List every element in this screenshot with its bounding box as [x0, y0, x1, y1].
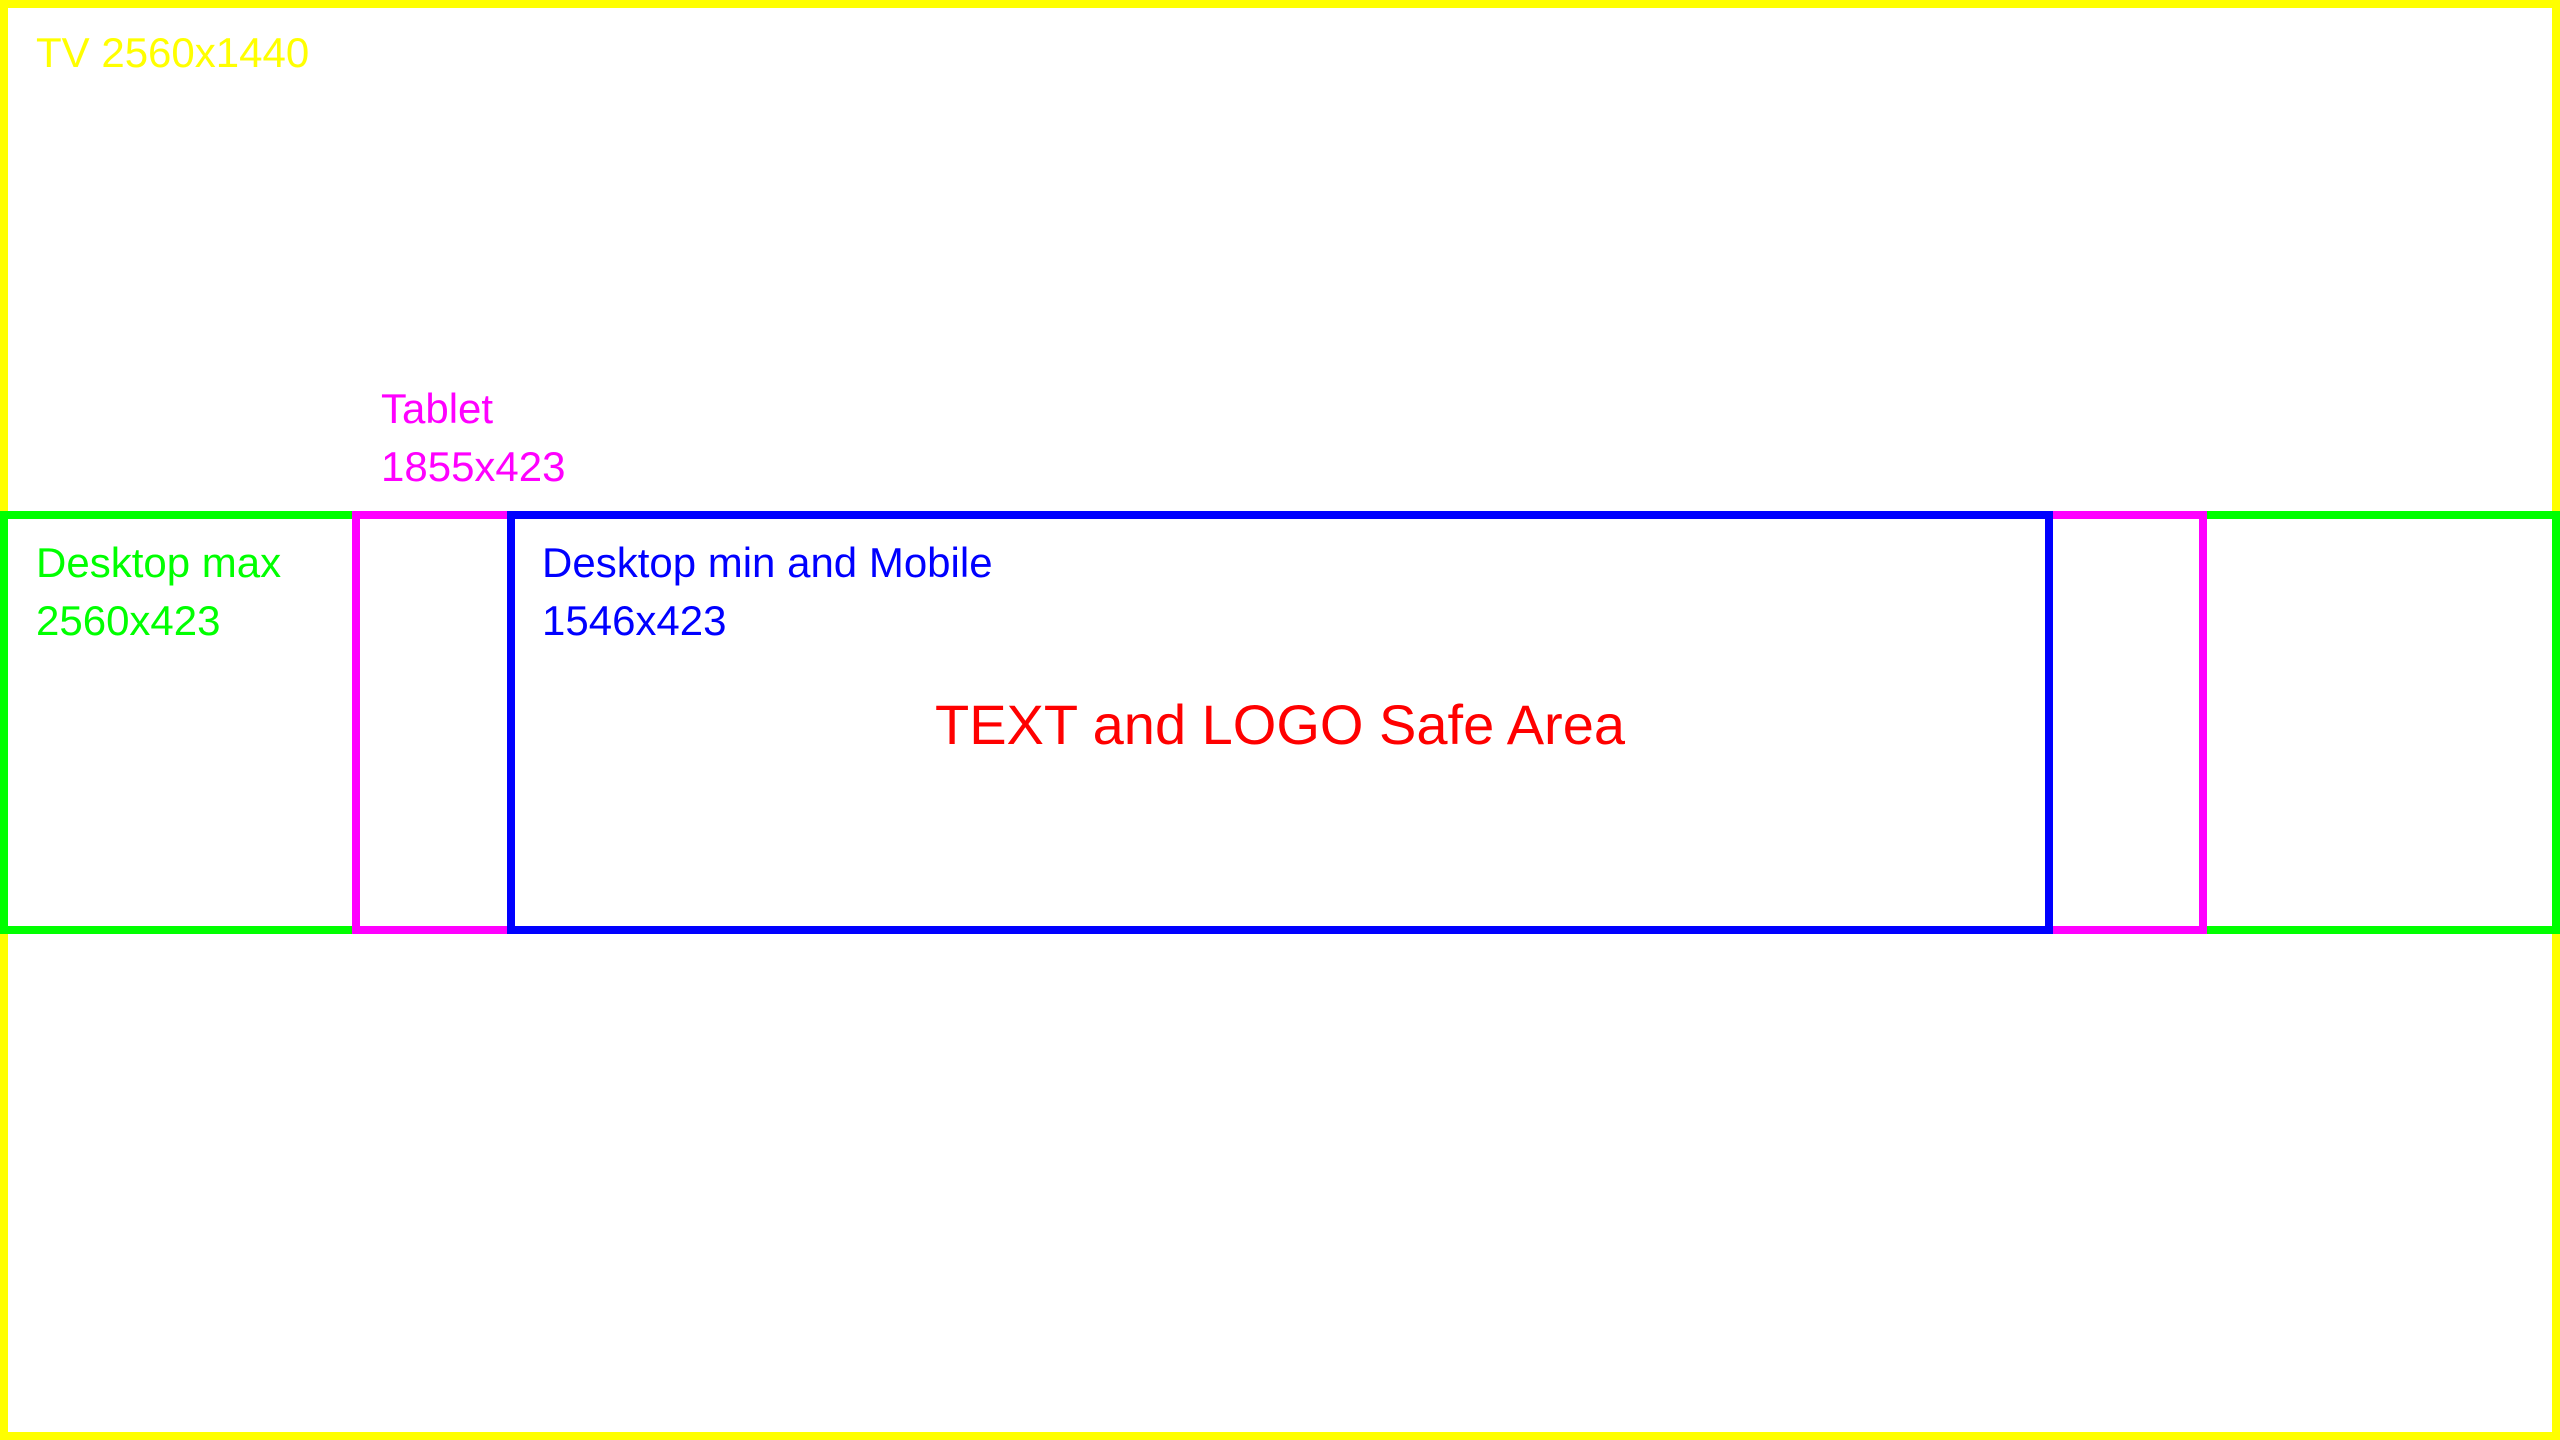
desktop-min-title: Desktop min and Mobile	[542, 539, 993, 586]
desktop-max-size: 2560x423	[36, 597, 221, 644]
desktop-max-label: Desktop max 2560x423	[36, 534, 281, 650]
desktop-max-title: Desktop max	[36, 539, 282, 586]
desktop-min-frame	[507, 511, 2053, 934]
tablet-label: Tablet 1855x423	[381, 380, 566, 496]
safe-area-label: TEXT and LOGO Safe Area	[935, 693, 1625, 756]
tablet-size: 1855x423	[381, 443, 566, 490]
desktop-min-label: Desktop min and Mobile 1546x423	[542, 534, 993, 650]
desktop-min-size: 1546x423	[542, 597, 727, 644]
tv-label: TV 2560x1440	[36, 29, 310, 76]
tablet-title: Tablet	[381, 385, 494, 432]
